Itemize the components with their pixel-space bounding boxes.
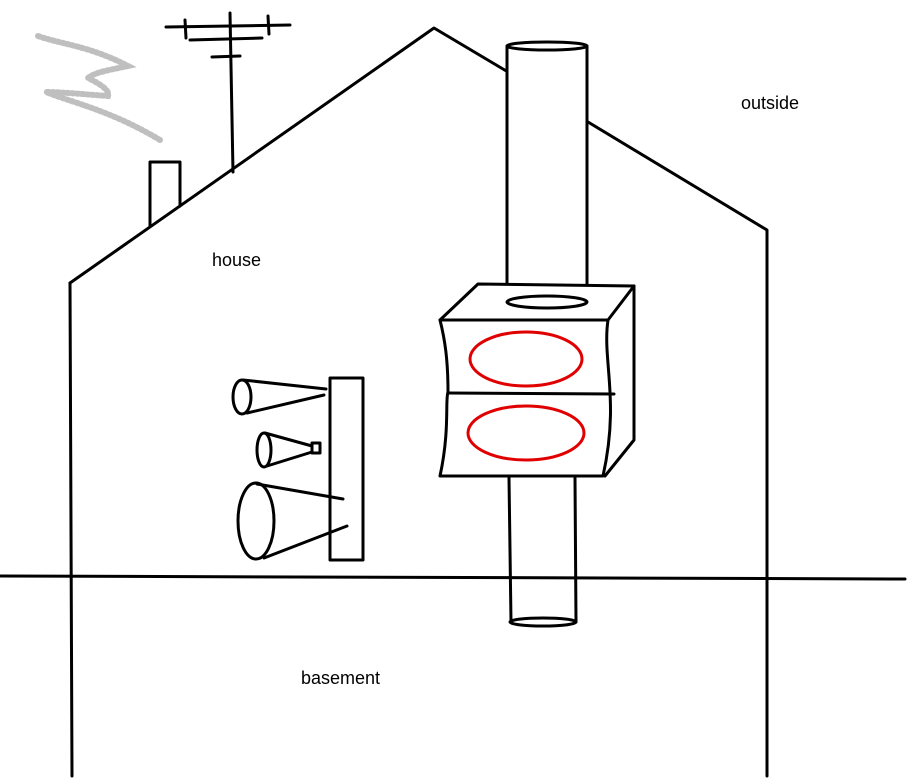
cone-top [231,378,328,416]
lower-pipe [507,476,578,628]
ground-line [0,574,907,581]
cone-bottom [236,481,349,561]
wall-bracket-with-cones [231,376,365,562]
house-outline [68,26,769,778]
smoke-squiggle [35,33,163,143]
label-basement: basement [301,668,381,688]
flue-pipe [505,40,589,304]
wall-panel [328,376,365,562]
heater-box [438,282,636,478]
label-outside: outside [741,93,800,113]
tv-antenna [164,11,292,174]
heating-element-upper [468,330,584,388]
label-house: house [212,250,262,270]
cone-middle [255,431,322,469]
small-chimney [148,160,182,228]
heating-element-lower [466,404,586,462]
